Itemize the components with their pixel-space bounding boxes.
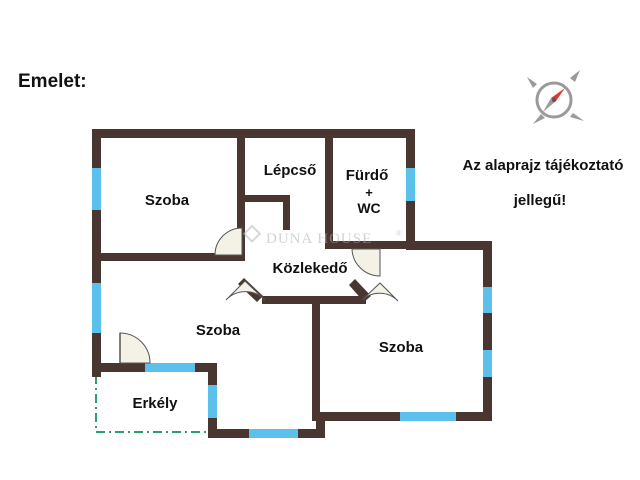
room-label-room2: Szoba: [196, 322, 241, 339]
door-room1: [214, 227, 243, 256]
room-label-room3: Szoba: [379, 339, 424, 356]
door-room3: [361, 282, 399, 302]
doors: [119, 227, 399, 364]
watermark: DUNA HOUSE ®: [242, 224, 402, 247]
room-label-bathroom: Fürdő: [346, 167, 389, 184]
door-room2: [225, 280, 266, 301]
room-label-stairs: Lépcső: [264, 162, 317, 179]
watermark-text: DUNA HOUSE: [266, 231, 372, 247]
watermark-registered: ®: [396, 229, 402, 238]
disclaimer-line-2: jellegű!: [513, 192, 567, 209]
room-label-wc: WC: [357, 200, 380, 216]
room-label-hallway: Közlekedő: [272, 260, 347, 277]
disclaimer-line-1: Az alaprajz tájékoztató: [463, 157, 624, 174]
room-label-balcony: Erkély: [132, 395, 178, 412]
windows: [92, 168, 492, 438]
floor-label: Emelet:: [18, 71, 87, 92]
balcony-outline: [95, 375, 208, 433]
door-balcony: [119, 332, 151, 364]
compass-icon: [527, 70, 584, 124]
room-label-bathroom-plus: +: [365, 185, 373, 200]
room-label-room1: Szoba: [145, 192, 190, 209]
door-bathroom: [351, 248, 381, 277]
